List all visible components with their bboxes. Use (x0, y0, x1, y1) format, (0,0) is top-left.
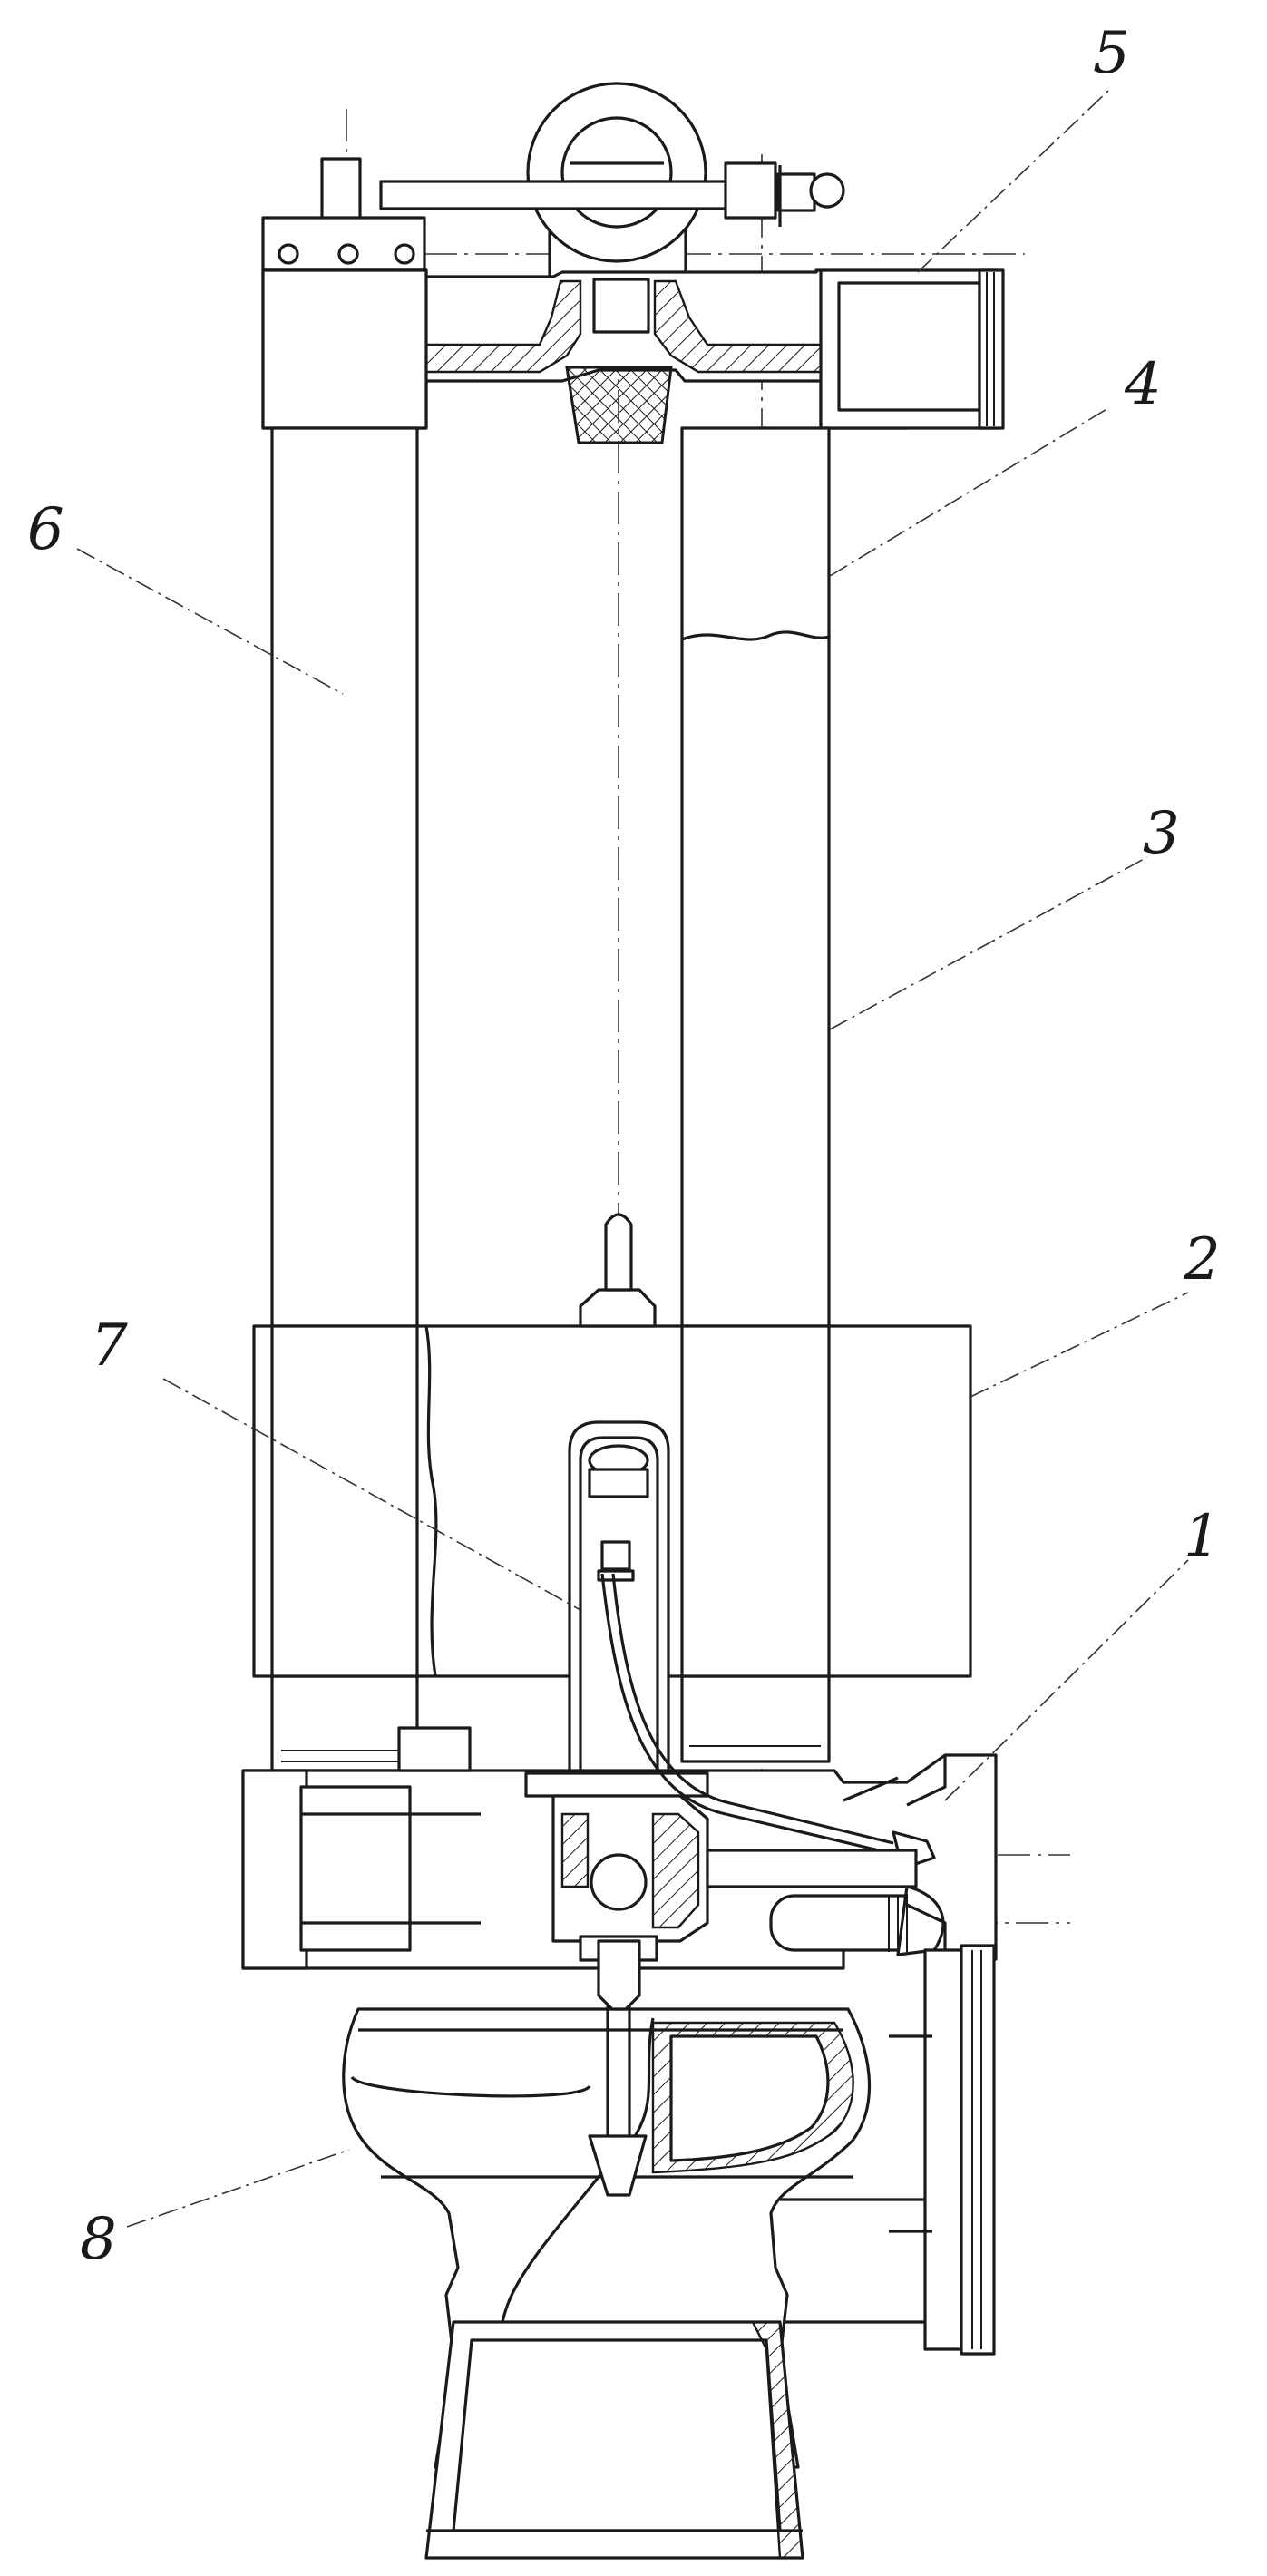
eye-bolt-hole (560, 116, 673, 229)
leader-7 (162, 1378, 581, 1611)
callout-numbers: 5 4 3 2 1 6 7 8 (27, 20, 1221, 2273)
leader-6 (76, 548, 344, 695)
callout-4: 4 (1124, 351, 1162, 418)
drain-tube-outer (600, 1573, 924, 1857)
callout-7: 7 (91, 1312, 128, 1380)
callout-1: 1 (1184, 1503, 1221, 1570)
seal-insert (565, 366, 673, 444)
break-line (681, 630, 830, 641)
callout-6: 6 (27, 496, 64, 563)
valve-ball (590, 1853, 648, 1911)
leader-lines (76, 90, 1189, 2228)
middle-housing (252, 1213, 972, 1802)
callout-2: 2 (1183, 1226, 1221, 1293)
leader-3 (829, 856, 1148, 1030)
left-stud (320, 157, 362, 224)
lower-body (342, 1939, 996, 2560)
base-stud (397, 1726, 472, 1772)
top-crossbar (261, 82, 1005, 444)
callout-8: 8 (80, 2206, 117, 2273)
callout-3: 3 (1143, 800, 1180, 867)
valve-rod (706, 1849, 918, 1888)
leader-2 (970, 1292, 1189, 1398)
leader-8 (126, 2149, 350, 2228)
tie-rod (379, 180, 791, 210)
right-nut (724, 161, 777, 220)
adjust-knob (809, 172, 845, 209)
housing-break-line (424, 1325, 438, 1677)
housing-lug (604, 1213, 633, 1292)
leader-4 (829, 407, 1109, 577)
leader-5 (917, 90, 1109, 273)
callout-5: 5 (1093, 20, 1130, 87)
leader-1 (944, 1559, 1189, 1801)
